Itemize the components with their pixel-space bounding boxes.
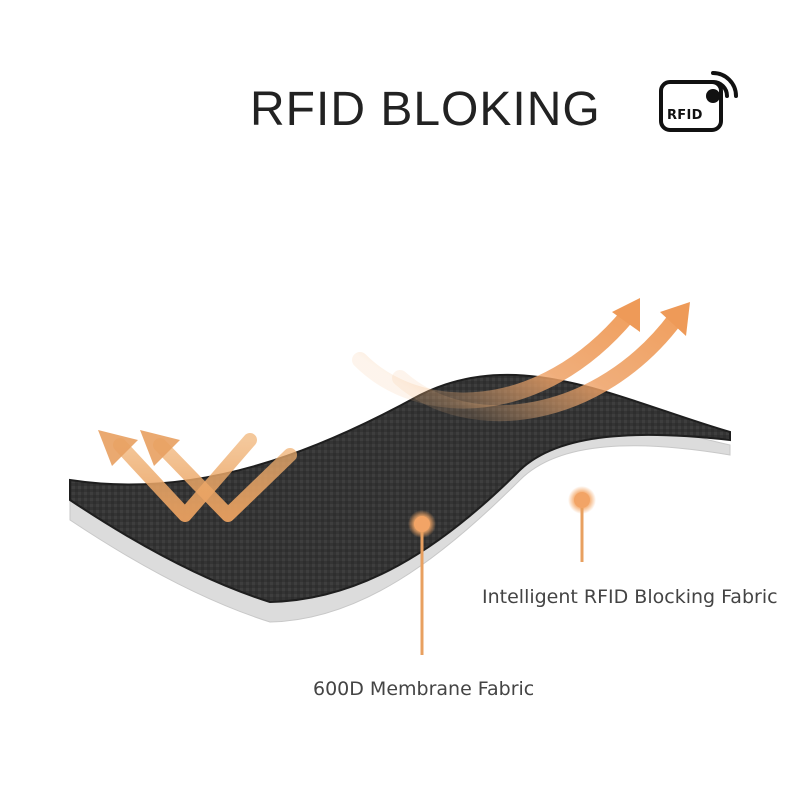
- right-curve-arrows: [352, 307, 684, 422]
- left-reflect-arrows: [113, 433, 297, 522]
- rfid-badge: RFID: [656, 70, 742, 140]
- blocking-fabric-layer: [69, 374, 731, 604]
- callout-label-membrane: 600D Membrane Fabric: [313, 678, 535, 700]
- page-title: RFID BLOKING: [250, 83, 601, 136]
- rfid-signal-icon: [659, 71, 738, 132]
- arrow-head-left-1: [98, 430, 138, 466]
- callout-label-intelligent: Intelligent RFID Blocking Fabric: [482, 586, 778, 608]
- arrow-head-right-2: [660, 302, 690, 336]
- arrow-head-right-1: [612, 298, 640, 332]
- arrow-head-left-2: [140, 430, 180, 466]
- rfid-badge-label: RFID: [667, 108, 703, 123]
